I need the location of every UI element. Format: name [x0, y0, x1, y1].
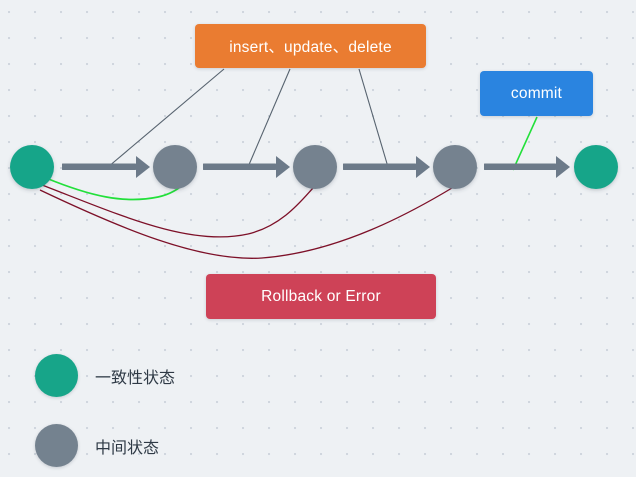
dml-connector-line-3 — [358, 68, 389, 168]
transition-arrow-1 — [62, 156, 150, 178]
dml-connector-lines — [107, 68, 389, 168]
node-intermediate-2[interactable] — [293, 145, 337, 189]
dml-operations-box[interactable]: insert、update、delete — [195, 24, 426, 68]
dml-connector-line-2 — [247, 68, 291, 168]
rollback-curve-from-n3 — [39, 187, 453, 259]
transition-arrow-4 — [484, 156, 570, 178]
legend-item-consistent-state: 一致性状态 — [35, 354, 175, 397]
legend-label-consistent-state: 一致性状态 — [95, 369, 176, 387]
transition-arrow-2 — [203, 156, 290, 178]
transition-arrows — [62, 156, 570, 178]
legend-teal-circle-icon — [35, 354, 78, 397]
rollback-curves — [39, 184, 453, 259]
transition-arrow-3 — [343, 156, 430, 178]
commit-box[interactable]: commit — [480, 71, 593, 116]
node-consistent-end[interactable] — [574, 145, 618, 189]
rollback-or-error-box[interactable]: Rollback or Error — [206, 274, 436, 319]
commit-connector-line — [512, 116, 538, 171]
legend-label-intermediate-state: 中间状态 — [95, 439, 160, 457]
legend-gray-circle-icon — [35, 424, 78, 467]
dml-connector-line-1 — [107, 68, 225, 168]
node-consistent-start[interactable] — [10, 145, 54, 189]
node-intermediate-3[interactable] — [433, 145, 477, 189]
rollback-curve-from-n2 — [41, 184, 314, 238]
legend-item-intermediate-state: 中间状态 — [35, 424, 159, 467]
state-nodes — [10, 145, 618, 189]
node-intermediate-1[interactable] — [153, 145, 197, 189]
